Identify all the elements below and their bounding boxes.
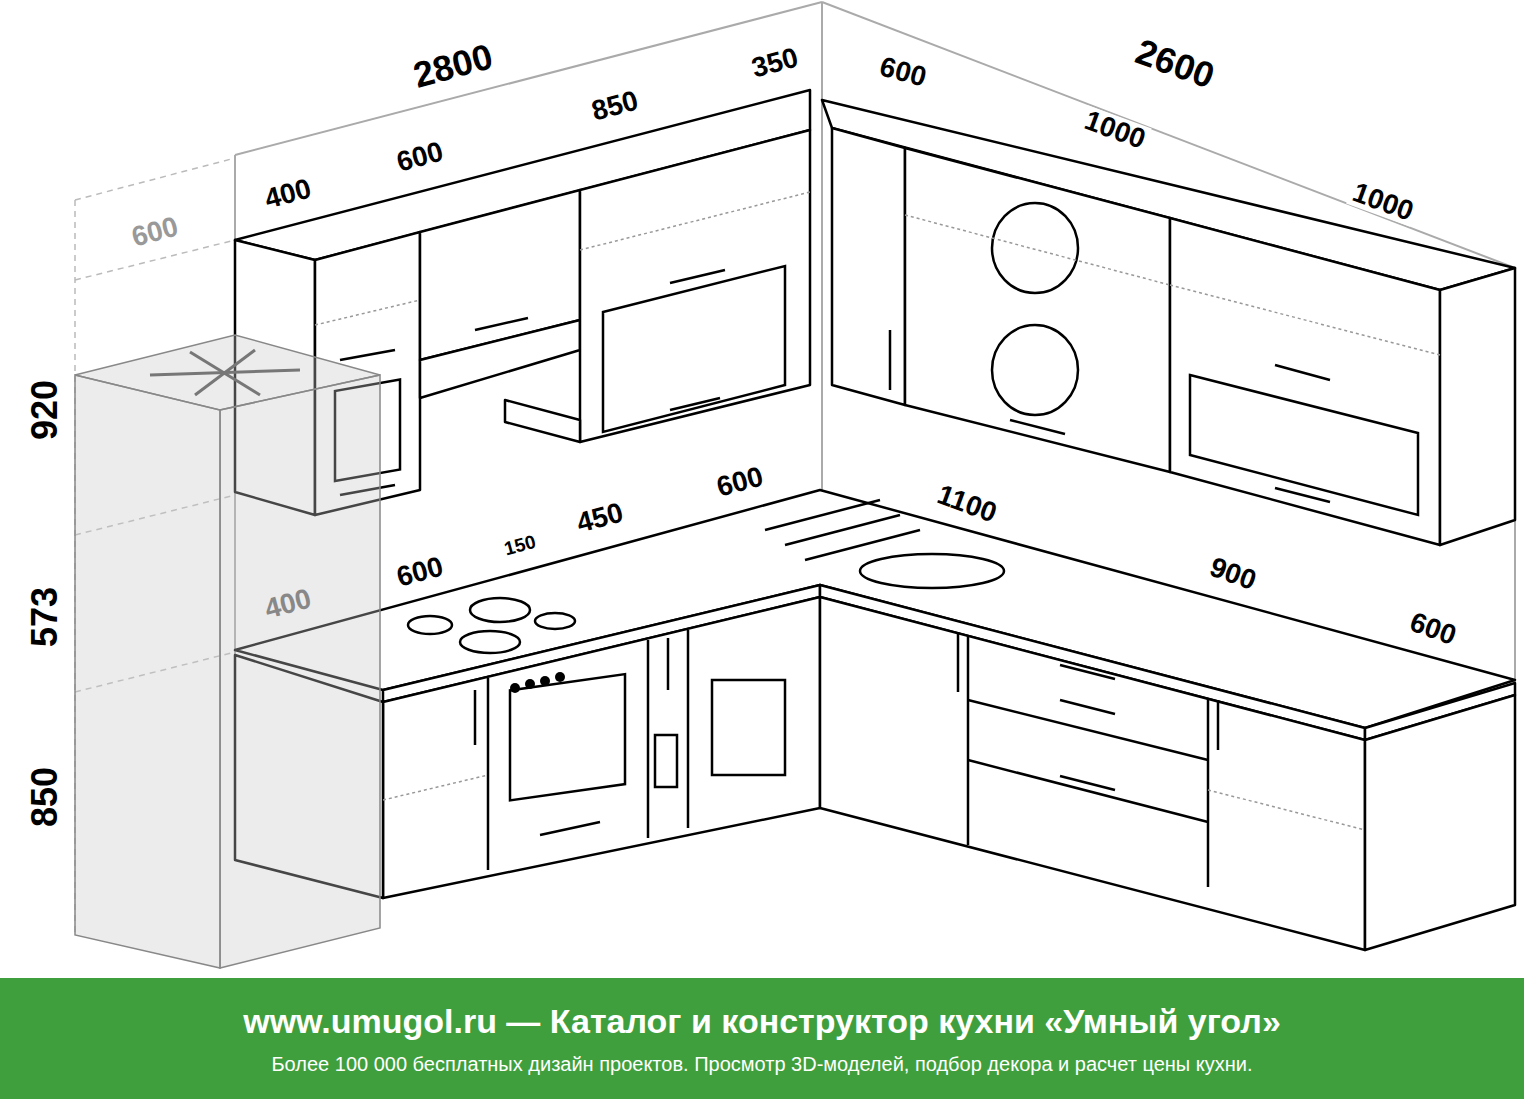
footer-heading: www.umugol.ru — Каталог и конструктор ку…: [243, 1002, 1281, 1041]
dimension-label: 600: [1403, 607, 1462, 651]
dimension-label: 400: [259, 174, 317, 215]
dimension-label: 1100: [931, 479, 1003, 528]
dimension-label: 600: [391, 552, 449, 593]
footer-band: www.umugol.ru — Каталог и конструктор ку…: [0, 978, 1524, 1099]
dimension-label: 600: [391, 137, 449, 178]
dimension-label: 600: [126, 212, 184, 253]
dimension-label: 2800: [407, 37, 499, 94]
dimension-label: 920: [27, 377, 63, 443]
footer-subtext: Более 100 000 бесплатных дизайн проектов…: [271, 1053, 1252, 1076]
dimension-label: 450: [571, 498, 629, 539]
dimension-label: 850: [27, 764, 63, 830]
dimension-label: 1000: [1346, 177, 1420, 227]
dimension-label: 600: [874, 52, 932, 93]
dimension-label: 573: [27, 584, 63, 650]
dimension-label: 600: [711, 462, 769, 503]
dimension-label: 900: [1203, 552, 1262, 596]
dimension-label: 1000: [1078, 105, 1152, 155]
dimension-label: 150: [499, 531, 540, 559]
dimension-label: 850: [586, 86, 644, 127]
dimension-label: 2600: [1128, 32, 1221, 95]
dimension-label: 350: [746, 43, 804, 84]
